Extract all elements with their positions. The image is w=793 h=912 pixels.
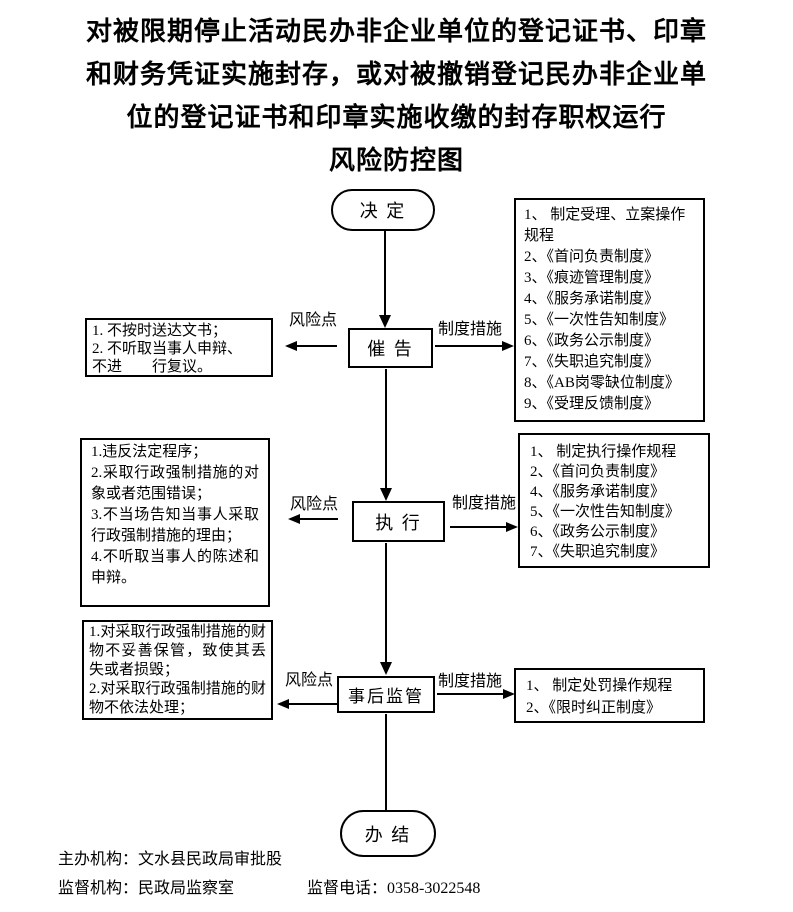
arrow-line xyxy=(289,703,337,705)
arrow-right-icon xyxy=(502,341,514,351)
measure-box-notice: 1、 制定受理、立案操作规程 2、《首问负责制度》 3、《痕迹管理制度》 4、《… xyxy=(514,198,705,422)
arrow-line xyxy=(385,369,387,488)
footer-host-org: 主办机构：文水县民政局审批股 xyxy=(58,851,283,868)
risk-point-label-post-supervision: 风险点 xyxy=(285,672,334,689)
risk-box-execution: 1.违反法定程序； 2.采取行政强制措施的对象或者范围错误； 3.不当场告知当事… xyxy=(80,438,270,607)
arrow-line xyxy=(297,345,337,347)
arrow-line xyxy=(435,345,502,347)
title-line-4: 风险防控图 xyxy=(328,146,464,175)
title-line-1: 对被限期停止活动民办非企业单位的登记证书、印章 xyxy=(85,17,707,46)
node-completion-label: 办 结 xyxy=(364,824,412,845)
page-title: 对被限期停止活动民办非企业单位的登记证书、印章 和财务凭证实施封存，或对被撤销登… xyxy=(0,10,793,182)
node-decision: 决 定 xyxy=(331,189,435,231)
arrow-line xyxy=(384,231,386,315)
title-line-3: 位的登记证书和印章实施收缴的封存职权运行 xyxy=(126,103,667,132)
arrow-line xyxy=(437,693,503,695)
node-execution: 执 行 xyxy=(352,501,445,542)
measure-label-post-supervision: 制度措施 xyxy=(438,673,503,690)
footer-supervisor-phone: 监督电话：0358-3022548 xyxy=(307,880,481,897)
measure-label-notice: 制度措施 xyxy=(438,321,503,338)
arrow-left-icon xyxy=(288,514,300,524)
node-completion: 办 结 xyxy=(340,810,436,857)
arrow-left-icon xyxy=(277,699,289,709)
measure-box-post-supervision: 1、 制定处罚操作规程 2、《限时纠正制度》 xyxy=(514,668,705,723)
risk-point-label-notice: 风险点 xyxy=(289,312,338,329)
arrow-line xyxy=(300,518,338,520)
arrow-line xyxy=(450,526,506,528)
measure-label-execution: 制度措施 xyxy=(452,495,517,512)
risk-point-label-execution: 风险点 xyxy=(290,496,339,513)
node-execution-label: 执 行 xyxy=(375,512,422,533)
risk-box-notice: 1. 不按时送达文书； 2. 不听取当事人申辩、 不进 行复议。 xyxy=(85,318,273,377)
arrow-down-icon xyxy=(380,488,392,501)
node-post-supervision-label: 事后监管 xyxy=(348,687,424,706)
arrow-right-icon xyxy=(503,689,515,699)
footer-supervisor-org: 监督机构：民政局监察室 xyxy=(58,880,235,897)
arrow-right-icon xyxy=(506,522,518,532)
node-notice-label: 催 告 xyxy=(367,339,414,359)
arrow-left-icon xyxy=(285,341,297,351)
arrow-line xyxy=(385,543,387,662)
connector-line xyxy=(385,714,387,810)
node-notice: 催 告 xyxy=(348,328,433,368)
measure-box-execution: 1、 制定执行操作规程 2、《首问负责制度》 4、《服务承诺制度》 5、《一次性… xyxy=(518,433,710,568)
title-line-2: 和财务凭证实施封存，或对被撤销登记民办非企业单 xyxy=(85,60,707,89)
node-post-supervision: 事后监管 xyxy=(337,676,435,713)
risk-box-post-supervision: 1.对采取行政强制措施的财物不妥善保管，致使其丢失或者损毁； 2.对采取行政强制… xyxy=(82,620,273,720)
node-decision-label: 决 定 xyxy=(359,201,407,221)
arrow-down-icon xyxy=(379,315,391,328)
arrow-down-icon xyxy=(380,662,392,675)
